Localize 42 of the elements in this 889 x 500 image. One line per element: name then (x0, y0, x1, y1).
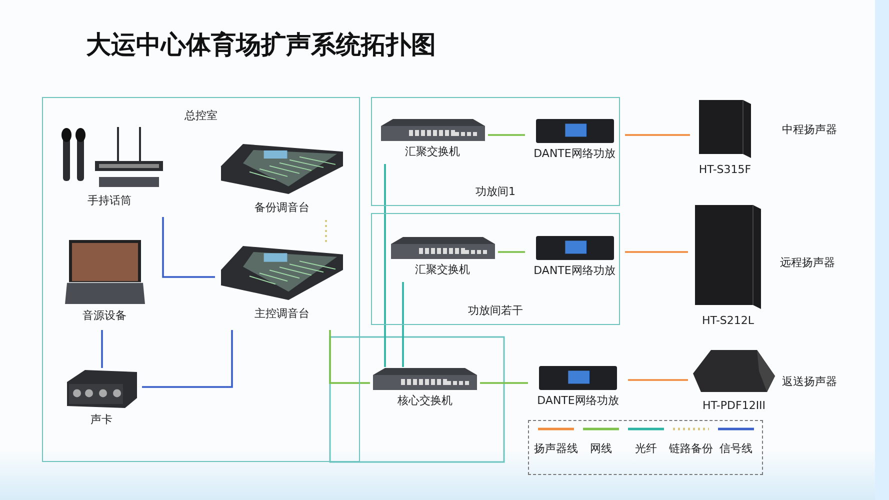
legend-label: 网线 (590, 441, 612, 456)
device-label: 汇聚交换机 (405, 144, 460, 158)
legend-label: 扬声器线 (534, 441, 578, 456)
device-label: HT-S212L (702, 314, 754, 328)
device-label: DANTE网络功放 (534, 146, 616, 160)
cable-line (488, 134, 525, 136)
cable-line (329, 330, 370, 384)
device-label: DANTE网络功放 (537, 394, 619, 408)
backup-link-line (325, 220, 327, 242)
device-label: 备份调音台 (254, 200, 310, 214)
cable-line (625, 134, 690, 136)
device-label: DANTE网络功放 (534, 264, 616, 278)
device-label: 音源设备 (82, 308, 126, 322)
device-label: 主控调音台 (254, 306, 310, 320)
legend-label: 光纤 (635, 441, 657, 456)
room-label: 功放间1 (476, 185, 516, 198)
room-frame (42, 97, 360, 462)
legend-label: 信号线 (720, 441, 752, 456)
room-frame (371, 213, 620, 325)
cable-line (625, 251, 688, 253)
device-label: 声卡 (90, 412, 112, 426)
device-label: HT-PDF12III (702, 399, 766, 413)
cable-line (162, 217, 215, 278)
cable-line (480, 382, 528, 384)
legend-label: 链路备份 (669, 441, 713, 456)
device-label: 汇聚交换机 (415, 262, 470, 276)
cable-line (384, 164, 386, 367)
cable-line (402, 282, 404, 367)
cable-line (142, 330, 233, 388)
room-label: 功放间若干 (468, 304, 523, 317)
cable-line (628, 379, 688, 381)
cable-line (101, 330, 103, 368)
speaker-type-label: 远程扬声器 (780, 255, 835, 270)
device-label: 手持话筒 (88, 194, 132, 208)
speaker-type-label: 返送扬声器 (782, 374, 837, 389)
speaker-type-label: 中程扬声器 (782, 122, 837, 137)
room-label: 总控室 (184, 109, 218, 122)
cable-line (498, 251, 525, 253)
device-label: 核心交换机 (398, 394, 452, 408)
room-frame (371, 97, 620, 206)
diagram-title: 大运中心体育场扩声系统拓扑图 (86, 29, 436, 61)
device-label: HT-S315F (698, 163, 752, 177)
